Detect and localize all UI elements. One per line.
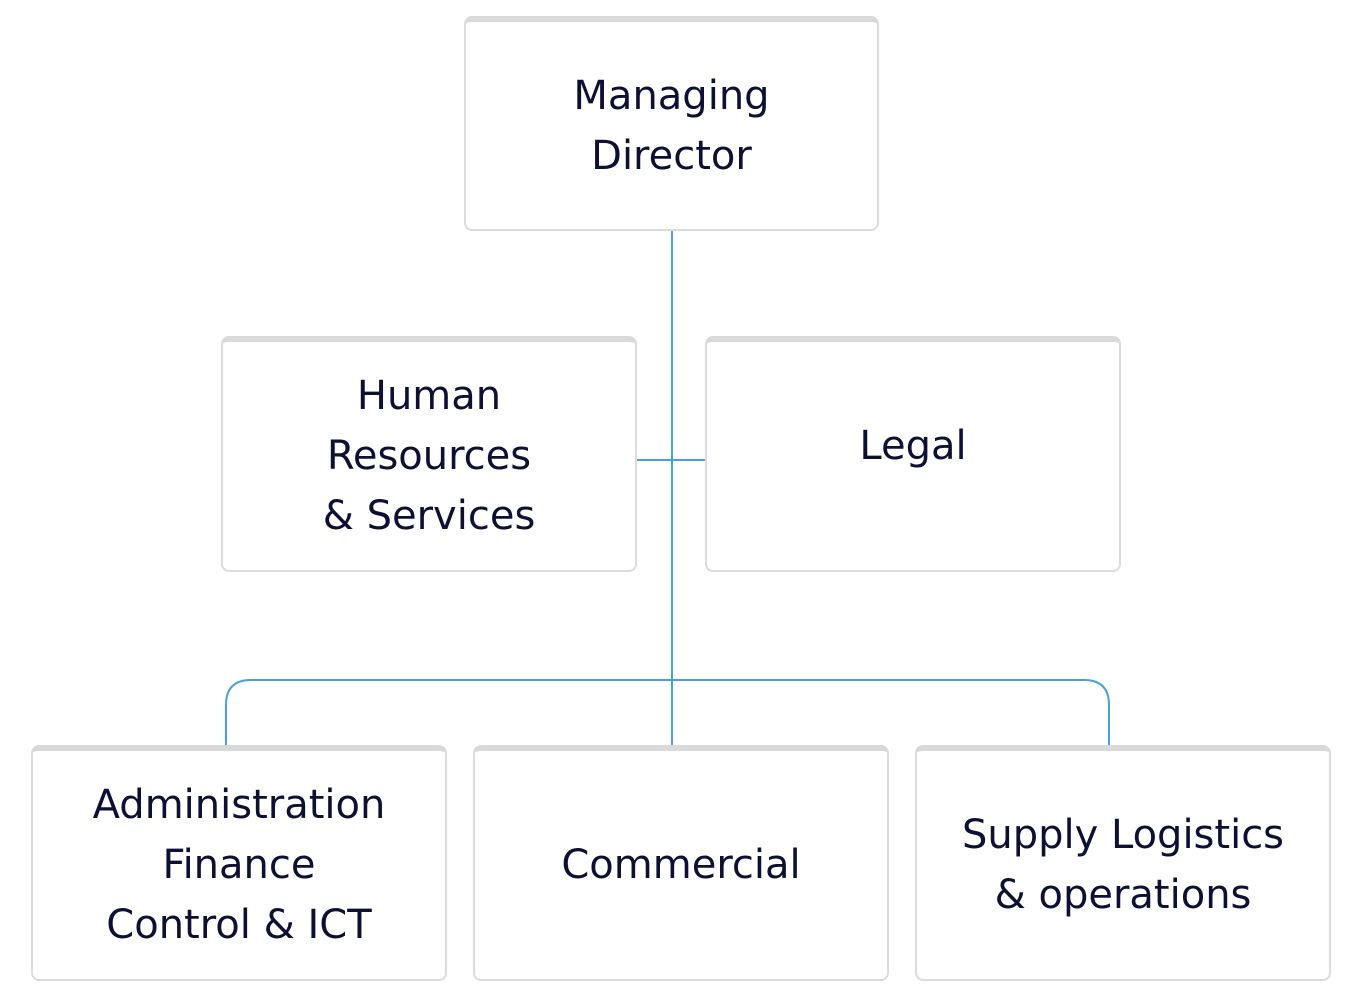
node-managing-director: Managing Director — [464, 16, 879, 231]
node-label: Commercial — [561, 842, 801, 888]
node-administration-finance: Administration Finance Control & ICT — [31, 745, 447, 981]
node-label: Administration Finance Control & ICT — [92, 782, 386, 948]
node-label: Supply Logistics & operations — [961, 812, 1285, 918]
node-label: Legal — [859, 423, 967, 469]
node-commercial: Commercial — [473, 745, 889, 981]
node-supply-logistics: Supply Logistics & operations — [915, 745, 1331, 981]
node-label: Human Resources & Services — [322, 373, 536, 539]
node-legal: Legal — [705, 336, 1121, 572]
node-human-resources: Human Resources & Services — [221, 336, 637, 572]
node-label: Managing Director — [573, 72, 770, 179]
connector-department-bus — [225, 679, 1110, 745]
